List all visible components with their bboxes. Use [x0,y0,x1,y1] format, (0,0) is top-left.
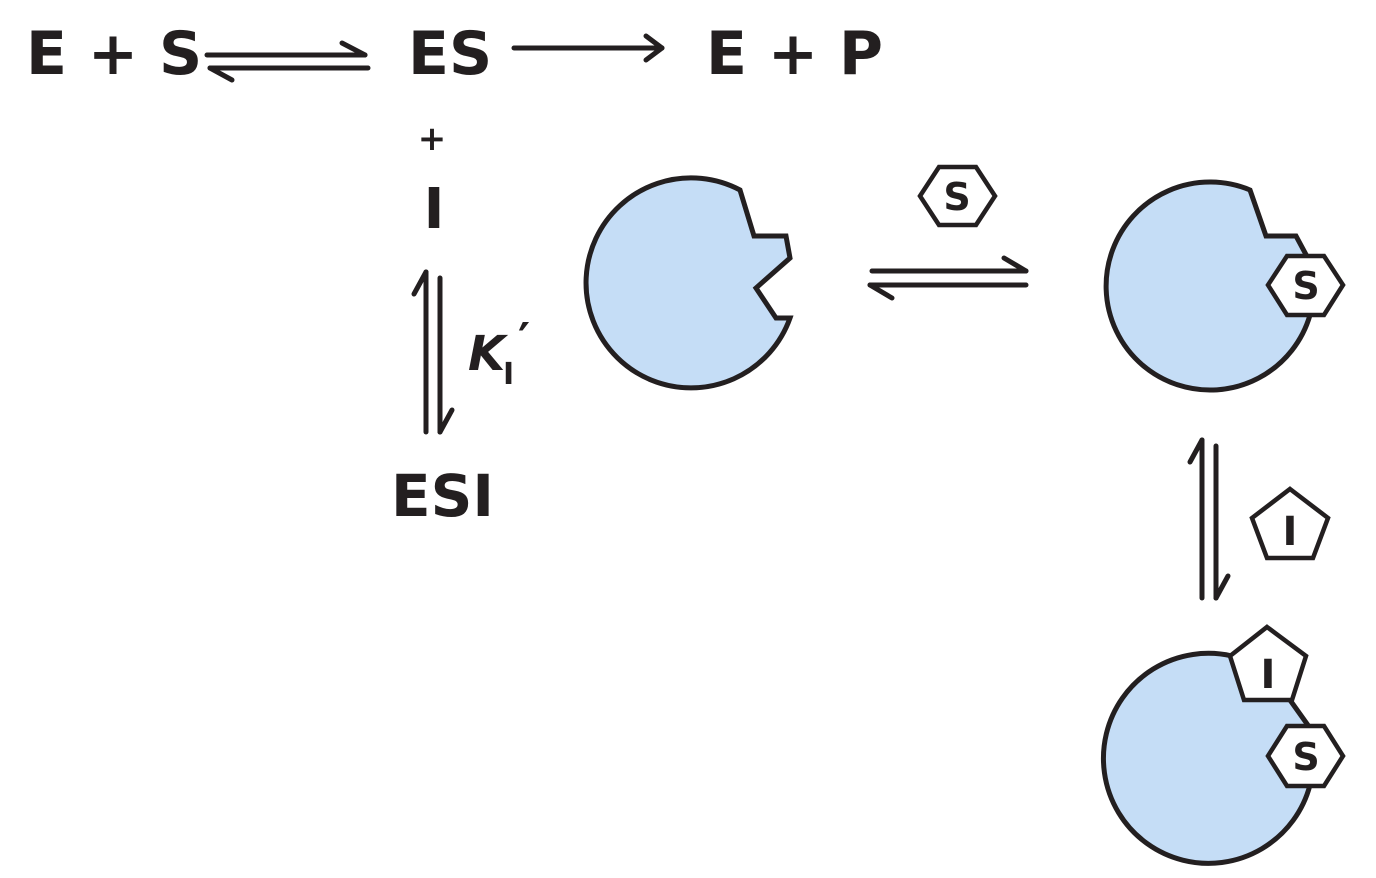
forward-arrow-es-ep [511,33,665,63]
equilibrium-arrow-inhibitor-binding [1187,437,1231,601]
dissociation-constant: K I ′ [468,313,530,392]
svg-text:I: I [1261,652,1276,698]
svg-text:S: S [1292,264,1319,308]
svg-text:K: K [468,326,509,382]
substrate-hexagon-icon: S [917,164,998,228]
free-enzyme-shape [583,175,794,391]
inhibitor-pentagon-icon: I [1249,486,1331,561]
ternary-substrate-hexagon-icon: S [1265,723,1346,789]
reactants-label: E + S [26,19,202,89]
plus-sign: + [418,119,447,159]
equilibrium-arrow-substrate-binding [867,255,1029,301]
svg-text:S: S [1292,735,1319,779]
products-label: E + P [706,19,883,89]
inhibitor-label: I [424,177,445,242]
svg-text:′: ′ [518,313,530,367]
svg-text:I: I [503,357,514,392]
bound-inhibitor-pentagon-icon: I [1227,624,1309,703]
svg-text:I: I [1283,509,1298,555]
esi-complex-label: ESI [391,462,494,530]
equilibrium-arrow-e-es [204,40,371,83]
equilibrium-arrow-vertical-left [411,269,455,435]
svg-text:S: S [943,175,970,219]
esi-enzyme-shape [1100,650,1313,866]
bound-substrate-hexagon-icon: S [1265,253,1346,318]
es-enzyme-shape [1103,179,1313,393]
es-complex-label: ES [408,19,492,89]
